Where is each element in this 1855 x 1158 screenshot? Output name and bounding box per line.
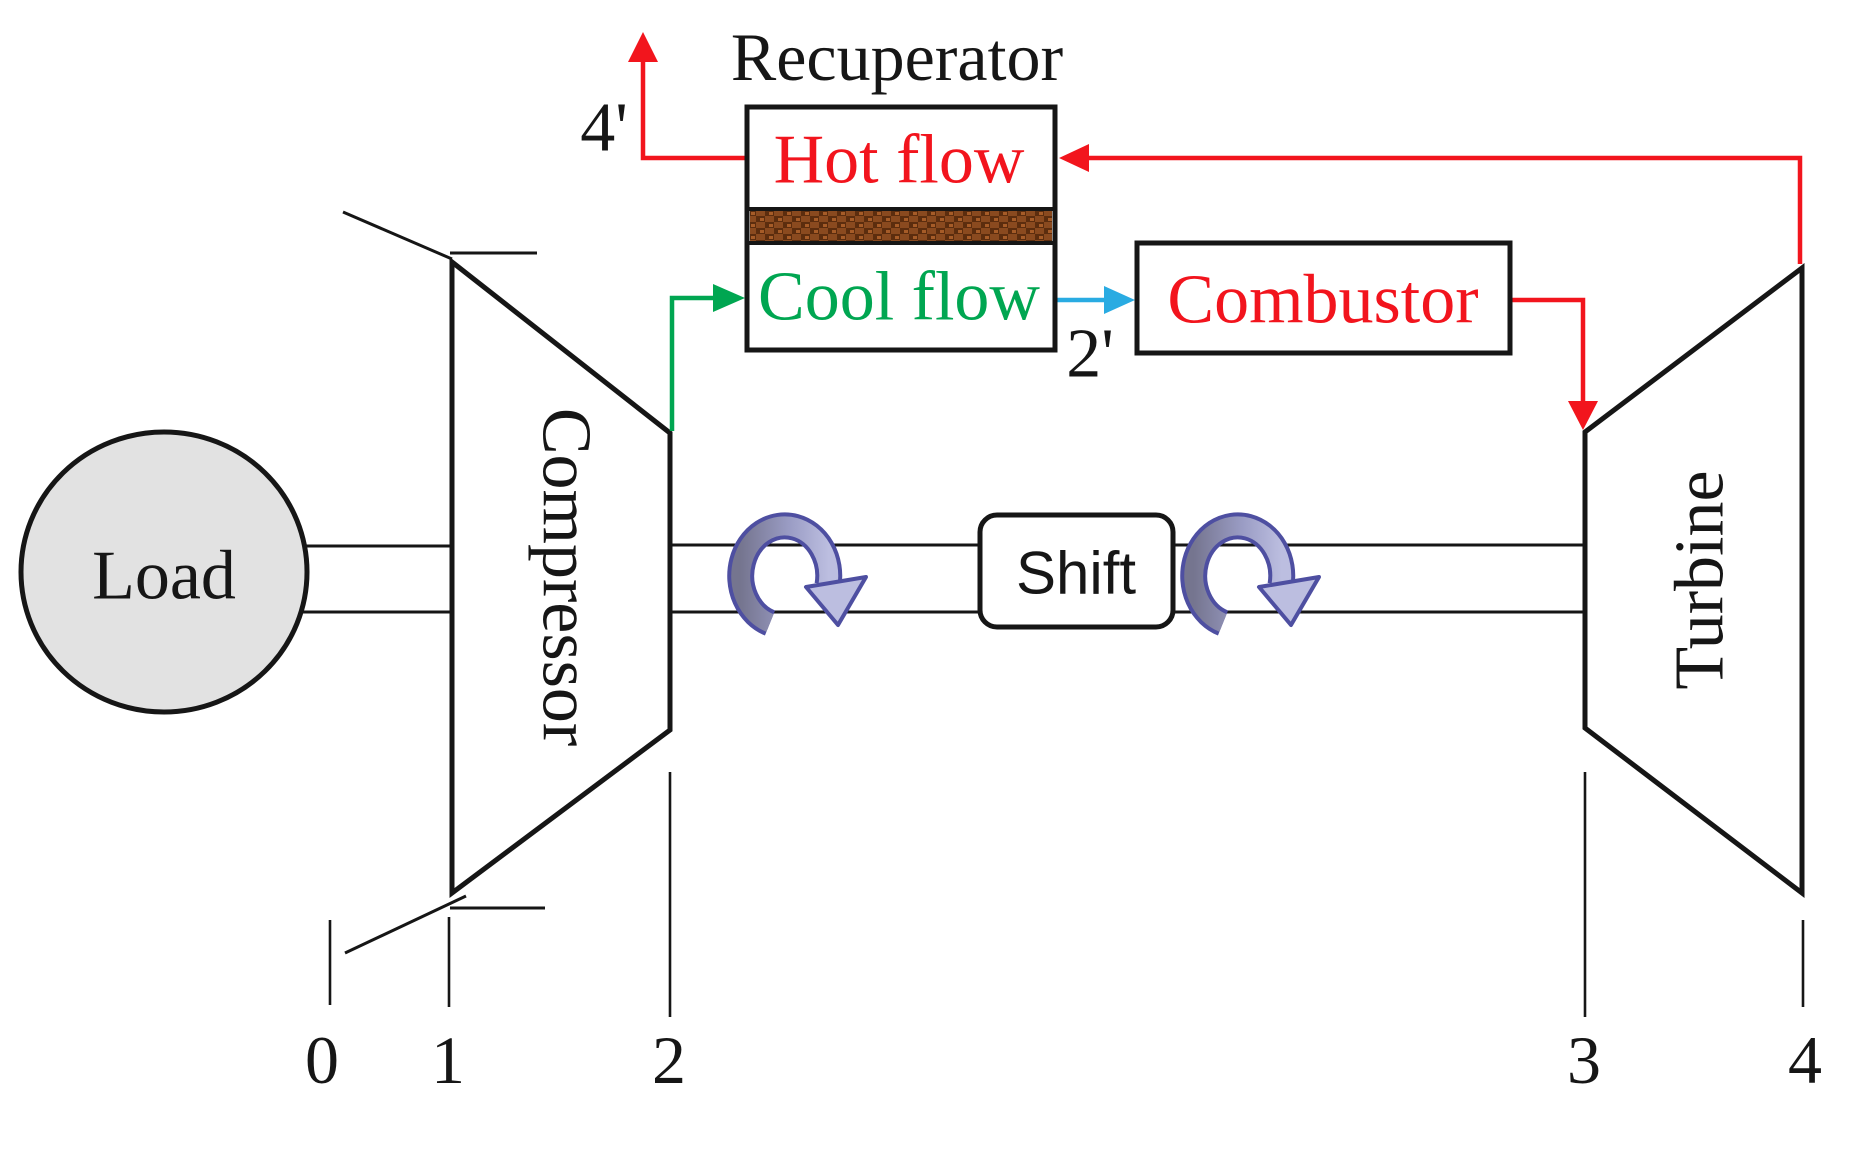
station-3-label: 3 (1567, 1022, 1601, 1098)
turbine-exhaust-line (1086, 155, 1803, 264)
hot-flow-label: Hot flow (774, 122, 1025, 199)
station-2-label: 2 (652, 1022, 686, 1098)
shift-box (977, 512, 1176, 630)
station-1-label: 1 (431, 1022, 465, 1098)
load-label: Load (92, 538, 236, 615)
turbine-label: Turbine (1662, 470, 1739, 689)
combustor: Combustor (1134, 240, 1513, 356)
shaft-rotation-arrow-left (727, 512, 868, 636)
combustor-box (1134, 240, 1513, 356)
compressor-body (449, 256, 673, 898)
load-circle (18, 429, 310, 715)
shift-label: Shift (1016, 540, 1136, 607)
compressor-to-recuperator-line (669, 295, 714, 431)
flow-paths (628, 32, 1803, 431)
station-ticks (328, 772, 1805, 1017)
turbine-exhaust-arrowhead-icon (1059, 144, 1089, 172)
state-4prime-label: 4' (580, 90, 628, 167)
inlet-mark-top-slant (342, 210, 453, 261)
combustor-label: Combustor (1167, 262, 1478, 339)
recuperator-to-combustor-arrowhead-icon (1104, 286, 1135, 314)
combustor-to-turbine-arrowhead-icon (1568, 401, 1598, 430)
shaft-rotation-arrow-right (1180, 512, 1321, 636)
compressor-inlet-marks (342, 210, 545, 955)
station-numbers: 0 1 2 3 4 (305, 1022, 1822, 1098)
compressor-label: Compressor (528, 408, 605, 746)
rotation-arrowhead-icon (1257, 575, 1321, 627)
hot-exit-line (640, 58, 747, 161)
state-2prime-label: 2' (1066, 316, 1114, 393)
combustor-to-turbine-line (1510, 297, 1586, 402)
rotation-arc-icon (731, 516, 839, 632)
recuperator-core-hatch (750, 211, 1052, 242)
recuperator: Recuperator Hot flow Cool flow (731, 19, 1064, 353)
cool-flow-label: Cool flow (758, 259, 1040, 336)
station-4-label: 4 (1788, 1022, 1822, 1098)
compressor-to-recuperator-arrowhead-icon (713, 284, 745, 312)
rotation-arrowhead-icon (804, 575, 868, 627)
turbine-body (1582, 262, 1805, 899)
inlet-mark-bottom-slant (344, 894, 467, 955)
recuperator-title: Recuperator (731, 19, 1064, 95)
station-0-label: 0 (305, 1022, 339, 1098)
hot-exit-arrowhead-icon (628, 32, 658, 62)
rotation-arc-icon (1184, 516, 1292, 632)
